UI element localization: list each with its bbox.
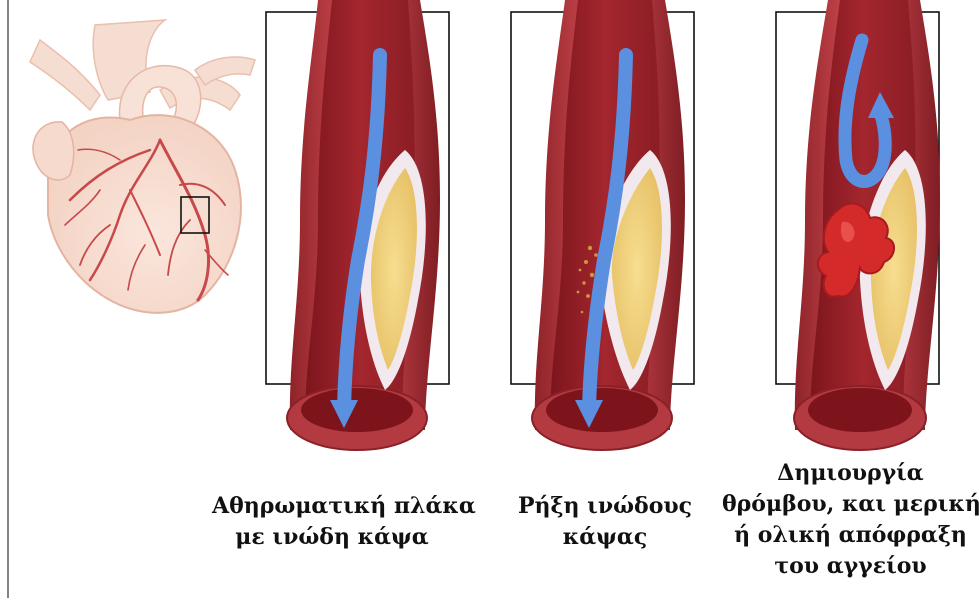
caption-line: με ινώδη κάψα bbox=[212, 522, 452, 553]
caption-thrombus: Δημιουργία θρόμβου, και μερική ή ολική α… bbox=[722, 458, 979, 582]
caption-line: Δημιουργία bbox=[722, 458, 979, 489]
caption-rupture: Ρήξη ινώδους κάψας bbox=[505, 491, 705, 553]
caption-line: θρόμβου, και μερική bbox=[722, 489, 979, 520]
caption-line: Ρήξη ινώδους bbox=[505, 491, 705, 522]
panel-thrombus bbox=[776, 0, 940, 450]
heart-illustration bbox=[30, 20, 255, 313]
caption-line: Αθηρωματική πλάκα bbox=[212, 491, 452, 522]
caption-line: κάψας bbox=[505, 522, 705, 553]
caption-plaque: Αθηρωματική πλάκα με ινώδη κάψα bbox=[212, 491, 452, 553]
panel-plaque bbox=[266, 0, 449, 450]
caption-line: ή ολική απόφραξη bbox=[722, 520, 979, 551]
panel-rupture bbox=[511, 0, 694, 450]
caption-line: του αγγείου bbox=[722, 551, 979, 582]
